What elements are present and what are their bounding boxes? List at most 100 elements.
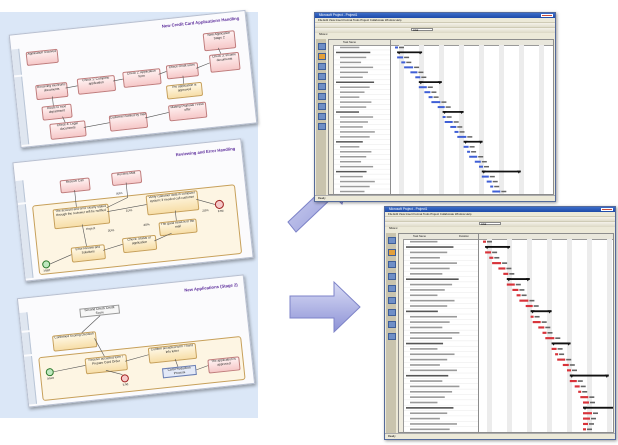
menu-bar[interactable]: File Edit View Insert Format Tools Proje… [388,212,472,216]
calendar-view-icon[interactable] [318,43,326,50]
toolbar-standard[interactable] [385,216,615,222]
view-bar[interactable] [316,39,326,195]
gantt-chart-view-icon[interactable] [318,53,326,60]
font-select[interactable]: Arial [411,28,433,32]
more-views-icon[interactable] [318,123,326,130]
task-bar [557,358,566,361]
task-name-text [410,369,457,372]
resource-label [492,251,498,254]
resource-label [572,369,577,372]
tracking-gantt-view-icon[interactable] [318,83,326,90]
task-name-text [340,136,370,138]
task-table[interactable]: Task Name Duration [398,233,480,433]
task-bar [578,390,582,393]
gantt-chart-view-icon[interactable] [388,249,396,256]
toolbar-formatting[interactable] [315,27,555,33]
column-header-task-name[interactable]: Task Name [343,41,356,44]
task-rows [404,240,479,432]
task-name-text [340,61,362,64]
menu-bar[interactable]: File Edit View Insert Format Tools Proje… [318,18,402,22]
task-bar [437,106,445,109]
font-select[interactable]: Arial [479,222,501,226]
tracking-gantt-view-icon[interactable] [388,285,396,292]
task-bar [555,353,559,356]
gantt-chart[interactable] [390,39,554,195]
nonworking-time [547,239,552,432]
task-name-text [336,111,360,113]
gantt-chart[interactable] [478,233,614,433]
task-name-text [340,175,363,178]
task-name-text [410,321,450,323]
task-bar [457,135,467,138]
summary-bar [583,406,613,409]
gantt-bars [395,45,544,194]
resource-sheet-view-icon[interactable] [318,103,326,110]
resource-usage-view-icon[interactable] [388,321,396,328]
summary-cap [442,111,447,115]
task-name-text [410,299,455,302]
calendar-view-icon[interactable] [388,237,396,244]
window-controls[interactable] [601,208,613,211]
task-name-text [340,71,368,74]
resource-graph-view-icon[interactable] [318,93,326,100]
nonworking-time [499,45,504,194]
toolbar-standard[interactable] [315,22,555,28]
task-name-text [410,390,453,393]
show-dropdown[interactable]: Show ▾ [389,227,398,230]
resource-label [484,165,489,168]
task-bar [463,145,469,148]
window-controls[interactable] [541,14,553,17]
summary-cap [569,374,574,378]
network-diagram-view-icon[interactable] [318,63,326,70]
task-name-text [406,374,449,377]
task-bar [410,71,418,74]
summary-bar [506,278,530,281]
task-name-text [340,66,374,69]
task-name-text [410,380,443,382]
resource-label [547,332,553,334]
task-bar [428,96,433,99]
resource-graph-view-icon[interactable] [388,297,396,304]
task-name-text [410,332,460,334]
column-header-duration[interactable]: Duration [459,235,469,238]
task-name-text [406,278,459,281]
task-name-text [340,106,367,108]
connector-lines [53,315,209,375]
task-name-text [410,364,440,366]
task-bar [498,267,506,270]
task-name-text [410,412,448,415]
task-name-text [410,273,443,275]
resource-sheet-view-icon[interactable] [388,309,396,316]
connector-lines [52,47,222,128]
resource-label [589,423,594,425]
task-name-text [340,190,365,193]
task-name-text [336,81,375,83]
task-name-text [340,165,374,168]
nonworking-time [479,45,484,194]
arrow-right-icon [289,280,361,334]
task-name-text [410,315,457,318]
task-rows [334,46,391,194]
task-name-text [410,283,453,286]
task-usage-view-icon[interactable] [388,273,396,280]
more-views-icon[interactable] [388,333,396,340]
column-header-task-name[interactable]: Task Name [413,235,426,238]
resource-usage-view-icon[interactable] [318,113,326,120]
task-bar [404,66,414,69]
project-window-1: Microsoft Project - Project1 File Edit V… [314,12,556,202]
task-table[interactable]: Task Name [328,39,392,195]
task-bar [569,379,577,383]
task-name-text [340,86,370,88]
task-name-text [410,401,438,404]
network-diagram-view-icon[interactable] [388,261,396,268]
show-dropdown[interactable]: Show ▾ [319,33,328,36]
task-bar [469,155,478,158]
task-bar [444,120,453,123]
summary-cap [397,51,402,55]
nonworking-time [519,45,524,194]
view-bar[interactable] [386,233,396,433]
resource-label [453,121,459,123]
task-bar [583,412,592,415]
task-usage-view-icon[interactable] [318,73,326,80]
table-header: Task Name [329,40,391,46]
